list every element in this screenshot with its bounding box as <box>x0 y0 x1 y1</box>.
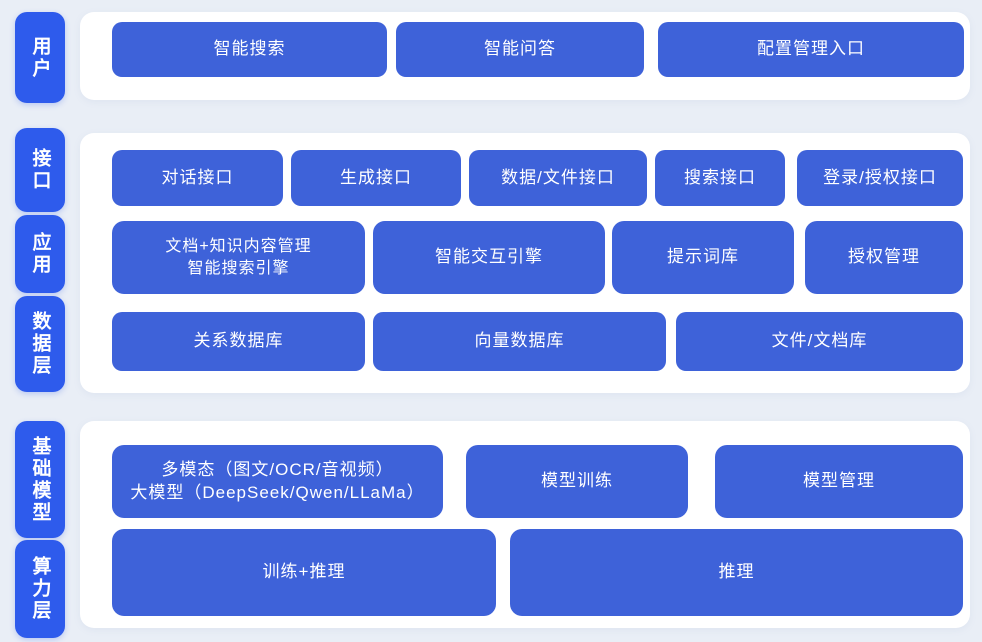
block-relational-db: 关系数据库 <box>112 312 365 371</box>
block-config-management-entry: 配置管理入口 <box>658 22 964 77</box>
block-search-api: 搜索接口 <box>655 150 785 206</box>
block-auth-management: 授权管理 <box>805 221 963 294</box>
layer-pill-base-model-label: 基础模型 <box>29 435 51 524</box>
layer-pill-data-layer-label: 数据层 <box>29 311 51 377</box>
layer-pill-interface-label: 接口 <box>29 148 51 192</box>
block-vector-db: 向量数据库 <box>373 312 666 371</box>
layer-pill-compute-layer-label: 算力层 <box>29 556 51 622</box>
block-smart-qa: 智能问答 <box>396 22 644 77</box>
layer-pill-user-label: 用户 <box>29 35 51 80</box>
block-doc-knowledge-search-engine: 文档+知识内容管理 智能搜索引擎 <box>112 221 365 294</box>
block-model-management: 模型管理 <box>715 445 963 518</box>
layer-pill-base-model: 基础模型 <box>15 421 65 538</box>
block-smart-search: 智能搜索 <box>112 22 387 77</box>
block-login-auth-api: 登录/授权接口 <box>797 150 963 206</box>
layer-pill-application-label: 应用 <box>29 232 51 276</box>
block-file-doc-store: 文件/文档库 <box>676 312 963 371</box>
block-prompt-library: 提示词库 <box>612 221 794 294</box>
block-multimodal-line1: 多模态（图文/OCR/音视频） <box>161 459 394 479</box>
block-doc-knowledge-line1: 文档+知识内容管理 <box>165 237 312 255</box>
layer-pill-compute-layer: 算力层 <box>15 540 65 638</box>
block-multimodal-line2: 大模型（DeepSeek/Qwen/LLaMa） <box>130 482 425 502</box>
block-training-inference: 训练+推理 <box>112 529 496 616</box>
layer-pill-interface: 接口 <box>15 128 65 212</box>
layer-pill-user: 用户 <box>15 12 65 103</box>
block-dialog-api: 对话接口 <box>112 150 283 206</box>
block-interactive-engine: 智能交互引擎 <box>373 221 605 294</box>
block-doc-knowledge-line2: 智能搜索引擎 <box>187 259 290 277</box>
block-model-training: 模型训练 <box>466 445 688 518</box>
block-data-file-api: 数据/文件接口 <box>469 150 647 206</box>
layer-pill-application: 应用 <box>15 215 65 293</box>
layer-pill-data-layer: 数据层 <box>15 296 65 392</box>
block-inference: 推理 <box>510 529 963 616</box>
block-multimodal-large-model: 多模态（图文/OCR/音视频） 大模型（DeepSeek/Qwen/LLaMa） <box>112 445 443 518</box>
block-generation-api: 生成接口 <box>291 150 461 206</box>
